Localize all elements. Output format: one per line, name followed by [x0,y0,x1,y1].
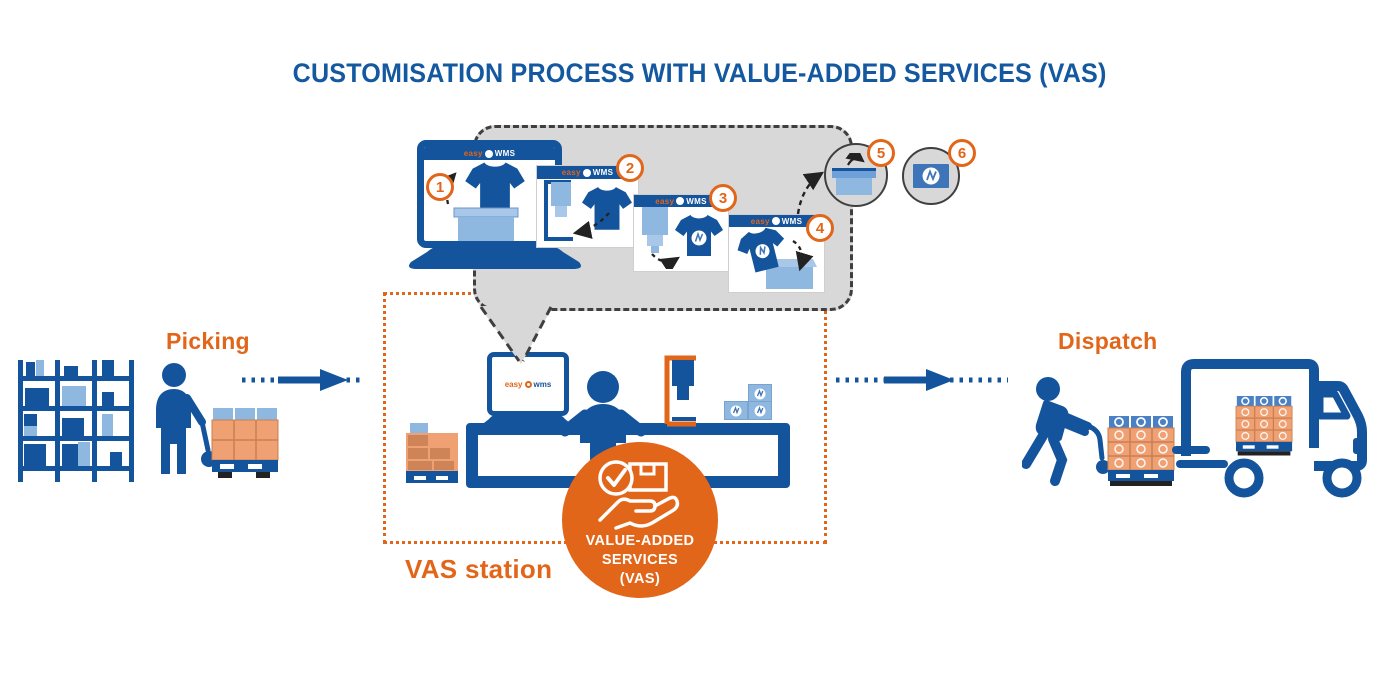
wms-header-bar: easy WMS [634,195,728,207]
step6-label-icon [913,164,949,188]
arrow-picking-to-vas [242,369,360,391]
step-badge-2: 2 [616,154,644,182]
vas-circle-line2: SERVICES [601,552,679,568]
step1-unbox-shirt-icon [437,162,525,241]
page-title: CUSTOMISATION PROCESS WITH VALUE-ADDED S… [293,58,1107,88]
brand-easy: easy [561,168,581,177]
box-logo-icon [754,405,766,416]
wms-header-bar: easy WMS [729,215,824,227]
pallet-stack-station [406,423,458,483]
pallet-stack-truck [1235,396,1293,456]
step-badge-4: 4 [806,214,834,242]
brand-logo-icon [771,217,780,225]
pallet-stack-picking [211,408,279,478]
step4-pack-shirt-icon [737,227,817,289]
brand-logo-icon [484,149,493,158]
step-badge-3: 3 [709,184,737,212]
wms-header-bar: easy WMS [537,166,638,179]
box-logo-icon [754,388,766,399]
vas-services-circle: VALUE-ADDED SERVICES (VAS) [562,442,718,598]
step-badge-6: 6 [948,139,976,167]
vas-station-label: VAS station [405,554,553,584]
logo-box [748,384,772,403]
step3-print-logo-icon [642,207,723,269]
worker-dispatch-icon [1022,377,1175,486]
dispatch-label: Dispatch [1058,328,1158,354]
title-row: CUSTOMISATION PROCESS WITH VALUE-ADDED S… [0,58,1400,89]
logo-box [748,401,772,420]
press-machine-icon [664,355,696,427]
truck-icon [1172,359,1367,498]
step5-close-box-icon [832,153,876,195]
brand-logo-icon [582,168,591,177]
brand-wms: WMS [686,196,707,206]
vas-circle-line3: (VAS) [619,571,661,587]
step-badge-1: 1 [426,173,454,201]
arrow-step4-to-step5 [796,171,825,215]
brand-easy: easy [655,196,675,206]
brand-wms: WMS [592,168,614,177]
warehouse-shelf-icon [18,360,134,482]
vas-circle-line1: VALUE-ADDED [585,533,695,549]
step2-panel: easy WMS [537,166,638,247]
worker-picking-icon [156,363,279,478]
step3-panel: easy WMS [634,195,728,271]
box-logo-icon [730,405,742,416]
brand-wms: WMS [781,216,803,226]
step-badge-5: 5 [867,139,895,167]
pallet-stack-dispatch [1107,416,1175,486]
brand-easy: easy [504,379,523,389]
logo-box [724,401,748,420]
brand-logo-icon [676,197,685,205]
brand-wms: wms [533,379,552,389]
picking-label: Picking [166,328,250,354]
brand-easy: easy [463,149,483,158]
brand-easy: easy [750,216,770,226]
laptop-base-small [478,414,576,431]
step2-press-shirt-icon [544,180,632,241]
brand-logo-icon [524,380,532,388]
vas-hand-box-check-icon [598,460,680,530]
wms-header-bar: easy WMS [424,147,555,160]
laptop-base-large [409,245,581,269]
bubble-tail [479,306,553,364]
brand-wms: WMS [494,149,516,158]
arrow-vas-to-dispatch [836,369,1008,391]
